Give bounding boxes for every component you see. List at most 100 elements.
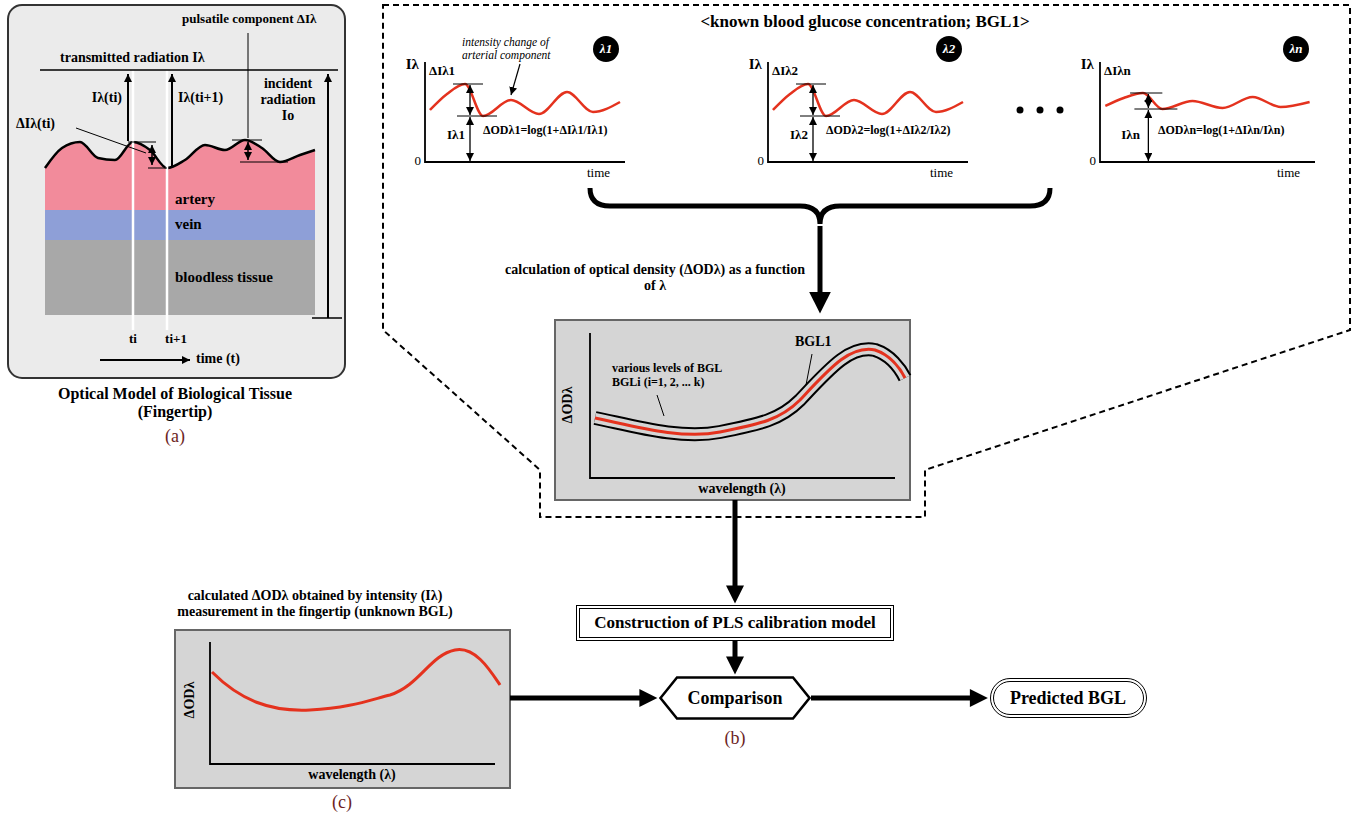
incident-arrow [327, 74, 329, 318]
delta-arrow [151, 145, 153, 165]
axis-label: transmitted radiation Iλ [60, 50, 205, 66]
time-marker-line [133, 70, 167, 330]
intensity-label: Iλ2 [772, 128, 808, 143]
artery-band: artery [45, 172, 315, 210]
axis-label: Iλ [393, 56, 419, 73]
axis-label: ΔODλ [560, 387, 576, 424]
plot-background [175, 630, 510, 788]
leader-line [657, 395, 664, 416]
formula-text: ΔODλ1=log(1+ΔIλ1/Iλ1) [483, 124, 607, 138]
axis-origin: 0 [409, 154, 421, 169]
incident-label: incident radiation Io [255, 76, 321, 124]
axis-label: ΔODλ [182, 682, 198, 719]
flow-arrow [811, 696, 974, 701]
axis-origin: 0 [1084, 154, 1096, 169]
intensity-label: Iλ1 [429, 128, 465, 143]
flow-arrow [510, 696, 643, 701]
intensity-arrow [171, 74, 173, 166]
artery-wave [45, 140, 315, 210]
pulse-tick [232, 140, 288, 162]
tissue-fill [45, 240, 315, 315]
bgl-band [595, 349, 905, 434]
delta-arrow [812, 85, 813, 115]
dashed-outline [383, 5, 1350, 517]
intensity-label: Iλ(ti+1) [178, 90, 223, 106]
delta-label: ΔIλ2 [772, 64, 798, 79]
pls-model-box-text: Construction of PLS calibration model [594, 613, 875, 633]
intensity-arrow [812, 117, 813, 161]
panel-letter: (c) [312, 792, 372, 813]
down-arrow [818, 226, 823, 296]
intensity-label: Iλn [1104, 128, 1140, 143]
artery-band-text: artery [175, 191, 215, 208]
wavelength-marker-text: λ1 [600, 42, 612, 57]
tissue-panel: artery vein bloodless tissue transmitted ra… [8, 5, 345, 378]
leader-line [76, 128, 146, 153]
plot-background [555, 320, 910, 500]
wavelength-marker: λ1 [593, 36, 619, 62]
vein-band: vein [45, 210, 315, 240]
bgl-band [595, 349, 905, 434]
intensity-plot [768, 62, 968, 162]
intensity-plots [425, 62, 1315, 162]
hexagon-shape [661, 678, 810, 719]
ellipsis-dot [1037, 107, 1044, 114]
step-label: calculation of optical density (ΔODλ) as… [505, 262, 805, 294]
tissue-band: bloodless tissue [45, 240, 315, 315]
level-tick [796, 84, 840, 116]
intensity-arrow [469, 117, 470, 161]
figure-caption: Optical Model of Biological Tissue (Fing… [25, 385, 325, 422]
time-axis-arrow [100, 359, 190, 361]
tissue-band-text: bloodless tissue [175, 269, 273, 286]
delta-arrow [469, 85, 470, 115]
ellipsis-dot [1057, 107, 1064, 114]
intensity-plot [425, 62, 625, 162]
axis-label: Iλ [1068, 56, 1094, 73]
axis-label: time [930, 166, 953, 181]
incident-tick [312, 317, 342, 319]
axis-label: wavelength (λ) [652, 481, 832, 497]
wavelength-marker: λn [1283, 36, 1309, 62]
leader-line [806, 354, 812, 385]
plot-axes [210, 642, 495, 764]
plot-axes [1100, 62, 1315, 162]
measured-spectrum-plot: ΔODλwavelength (λ) [175, 630, 510, 788]
leader-arrow [511, 64, 520, 95]
predicted-result-box-text: Predicted BGL [1010, 688, 1126, 709]
measured-curve [212, 650, 500, 711]
panel-letter: (b) [705, 728, 765, 749]
delta-label: ΔIλn [1104, 64, 1131, 79]
flow-arrow [733, 641, 738, 660]
spectrum-plot: ΔODλvarious levels of BGL BGLi (i=1, 2, … [555, 320, 910, 500]
intensity-wave [1105, 93, 1309, 109]
callout-label: pulsatile component ΔIλ [182, 12, 316, 27]
intensity-arrow [1148, 110, 1149, 161]
region-heading: <known blood glucose concentration; BGL1… [500, 12, 1230, 32]
calibration-region: λ1 λ2 λnΔODλvarious levels of BGL BGLi (i=… [383, 5, 1350, 517]
time-point-label: ti [120, 332, 146, 347]
intensity-label: Iλ(ti) [62, 90, 122, 106]
panel-letter: (a) [145, 426, 205, 447]
plot-axes [768, 62, 968, 162]
bgl-curve [595, 349, 905, 434]
delta-label: ΔIλ(ti) [16, 116, 55, 132]
leader-line [248, 33, 249, 138]
comparison-hexagon: Comparison [659, 676, 811, 720]
artery-wave-line [45, 140, 315, 168]
annotation-text: intensity change of arterial component [462, 36, 570, 62]
axis-label: Iλ [736, 56, 762, 73]
axis-label: time (t) [196, 351, 240, 367]
formula-text: ΔODλn=log(1+ΔIλn/Iλn) [1158, 124, 1284, 138]
wavelength-marker: λ2 [936, 36, 962, 62]
curly-brace [590, 188, 1050, 224]
vein-band-text: vein [175, 216, 202, 233]
axis-label: time [587, 166, 610, 181]
level-tick [453, 84, 497, 116]
intensity-arrow [127, 74, 129, 141]
artery-fill [45, 140, 315, 210]
wavelength-marker-text: λ2 [943, 42, 955, 57]
plot-axes [425, 62, 625, 162]
panel-background [8, 5, 345, 378]
curve-label: BGL1 [795, 334, 832, 350]
intensity-wave [773, 84, 963, 116]
